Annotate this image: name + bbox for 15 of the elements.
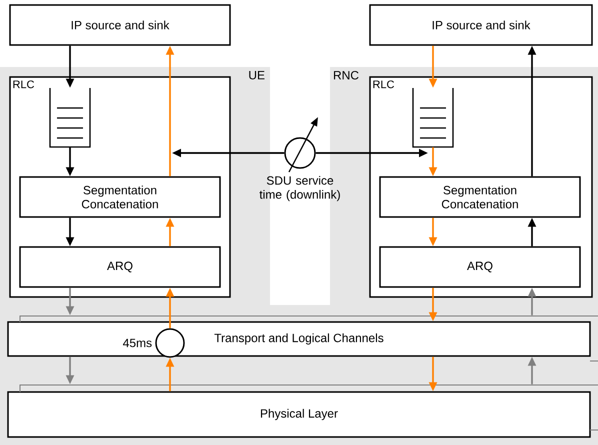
process-box: Segmentation Concatenation [379,176,581,218]
timer-label: 45ms [123,338,152,348]
node-label: RNC [334,71,359,80]
process-box: IP source and sink [9,4,231,46]
queue-symbol [49,88,91,148]
node-label: UE [249,71,264,80]
process-box: ARQ [379,246,581,288]
queue-symbol [412,88,454,148]
process-box: Physical Layer [7,391,591,438]
timer-circle [284,137,316,169]
process-box: ARQ [19,246,221,288]
timer-circle [155,328,185,358]
timer-label: SDU service time (downlink) [260,176,340,202]
process-box: IP source and sink [369,4,593,46]
process-box: Segmentation Concatenation [19,176,221,218]
